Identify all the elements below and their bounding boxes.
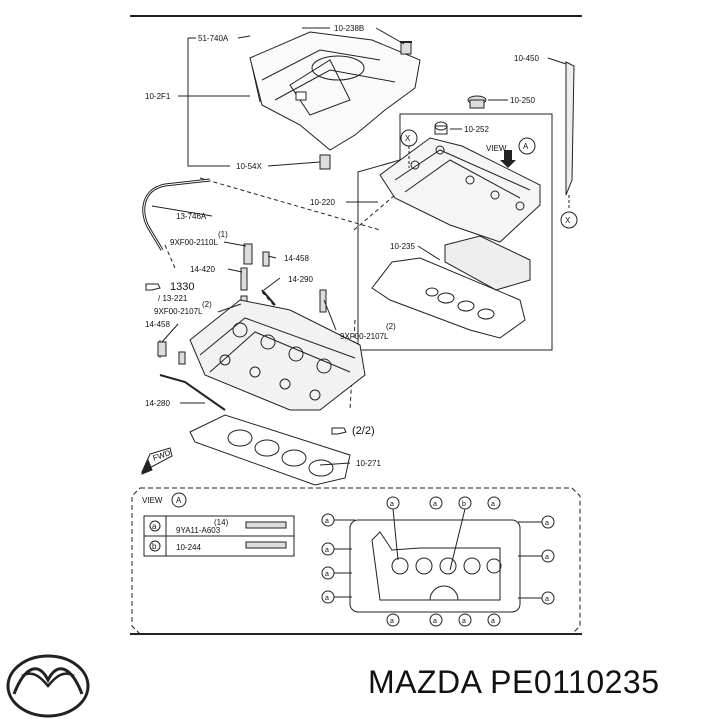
callout-10-450: 10-450	[514, 54, 539, 63]
sensor-14-420	[240, 267, 248, 291]
legend-part-b: 10-244	[176, 543, 201, 552]
callout-10-250: 10-250	[510, 96, 535, 105]
callout-14-458-b: 14-458	[145, 320, 170, 329]
callout-10-54X: 10-54X	[236, 162, 262, 171]
callout-2-2: (2/2)	[352, 425, 375, 437]
pointing-hand-icon	[145, 283, 161, 291]
legend-table	[143, 515, 295, 557]
mazda-logo-icon	[6, 654, 90, 718]
head-gasket	[189, 414, 351, 486]
marker-a-6: a	[433, 501, 437, 508]
marker-a-4: a	[325, 595, 329, 602]
valve-cover-gasket	[371, 257, 526, 339]
callout-10-252: 10-252	[464, 125, 489, 134]
cylinder-head	[189, 299, 366, 411]
oil-filler-cap	[467, 95, 508, 109]
legend-qty-a: (14)	[214, 518, 229, 527]
legend-key-a: a	[152, 522, 157, 531]
brand-name: MAZDA	[368, 664, 481, 700]
callout-10-2F1: 10-2F1	[145, 92, 171, 101]
qty-2b: (2)	[386, 322, 396, 331]
callout-14-280: 14-280	[145, 399, 170, 408]
callout-9XF00-2107L-a: 9XF00-2107L	[154, 307, 203, 316]
marker-circles	[321, 496, 555, 627]
marker-a-13: a	[462, 618, 466, 625]
marker-a-5: a	[390, 501, 394, 508]
leader-lines	[151, 201, 441, 466]
valve-cover	[379, 137, 541, 243]
coil-cover	[444, 235, 531, 291]
callout-view-letter: A	[523, 142, 529, 151]
engine-cover	[249, 31, 421, 151]
fwd-arrow-icon	[140, 447, 173, 475]
callout-9XF00-2110L: 9XF00-2110L	[170, 238, 218, 247]
callout-view-label: VIEW	[486, 144, 507, 153]
marker-a-10: a	[545, 596, 549, 603]
cover-bolt	[319, 154, 331, 170]
view-a-circle	[518, 137, 536, 155]
bolt-small	[178, 351, 186, 365]
x-letter-2: X	[565, 216, 571, 225]
callout-14-290: 14-290	[288, 275, 313, 284]
callout-10-271: 10-271	[356, 459, 381, 468]
marker-a-11: a	[390, 618, 394, 625]
pcv-hose	[142, 178, 211, 251]
seal	[434, 121, 462, 135]
pointing-hand-icon-2	[331, 427, 347, 435]
pipe-14-290	[261, 289, 276, 306]
marker-b-1: b	[462, 501, 466, 508]
plug-14-458	[157, 341, 167, 357]
brand-part-line: MAZDA PE0110235	[368, 664, 660, 701]
callout-13-746A: 13-746A	[176, 212, 207, 221]
view-a-detail	[130, 487, 582, 635]
dipstick	[547, 57, 578, 229]
view-title-circle	[171, 492, 187, 508]
marker-a-8: a	[545, 520, 549, 527]
marker-letters: a a a a a a b a a a a a a a a	[325, 501, 549, 625]
valve-cover-top-view	[349, 519, 521, 613]
callout-13-221: / 13-221	[158, 294, 188, 303]
callout-51-740A: 51-740A	[198, 34, 229, 43]
qty-2a: (2)	[202, 300, 212, 309]
callout-10-220: 10-220	[310, 198, 335, 207]
marker-a-3: a	[325, 571, 329, 578]
callout-10-235: 10-235	[390, 242, 415, 251]
part-number: PE0110235	[490, 664, 660, 700]
marker-a-2: a	[325, 547, 329, 554]
marker-a-7: a	[491, 501, 495, 508]
x-marker-1	[400, 129, 418, 168]
callout-10-238B: 10-238B	[334, 24, 364, 33]
view-title-letter: A	[176, 496, 182, 505]
oil-pipe	[159, 374, 226, 411]
marker-a-1: a	[325, 518, 329, 525]
callout-1330: 1330	[170, 281, 194, 293]
callout-9XF00-2107L-b: 9XF00-2107L	[340, 332, 389, 341]
view-title: VIEW	[142, 496, 163, 505]
qty-1: (1)	[218, 230, 228, 239]
legend-part-a: 9YA11-A603	[176, 526, 221, 535]
callout-14-420: 14-420	[190, 265, 215, 274]
view-arrow-icon	[500, 150, 516, 168]
marker-a-14: a	[491, 618, 495, 625]
cover-bracket	[187, 38, 230, 167]
x-letter-1: X	[405, 134, 411, 143]
plug-cap	[400, 41, 412, 55]
bolt-9XF00-2110L	[243, 243, 253, 265]
marker-a-12: a	[433, 618, 437, 625]
marker-a-9: a	[545, 554, 549, 561]
bolt-14-458	[262, 251, 270, 267]
legend-key-b: b	[152, 542, 157, 551]
callout-14-458-a: 14-458	[284, 254, 309, 263]
